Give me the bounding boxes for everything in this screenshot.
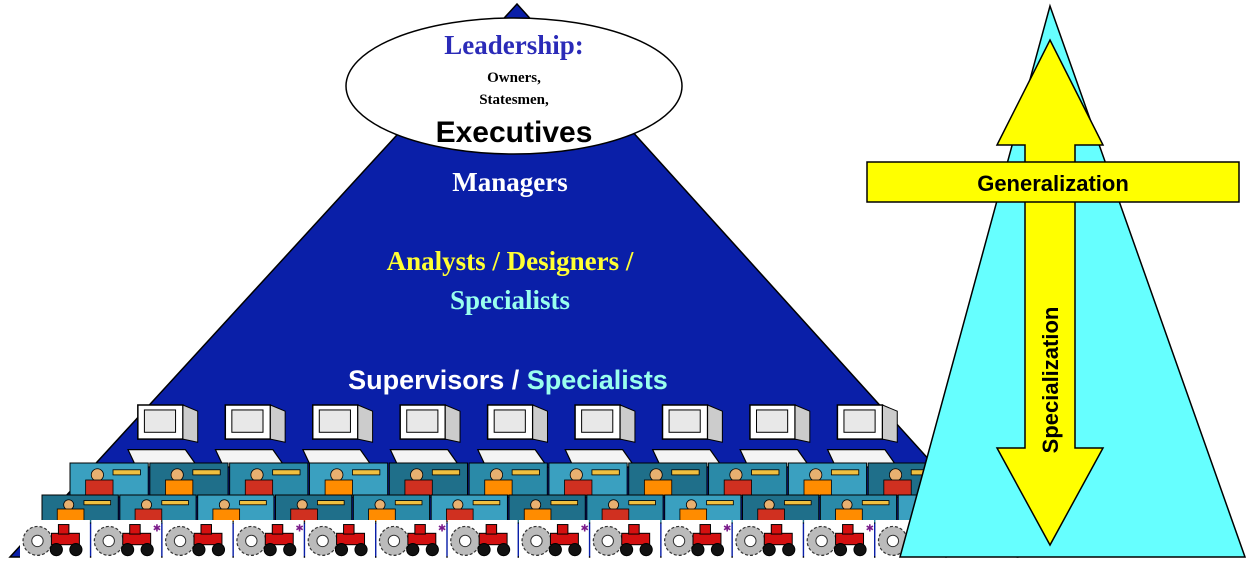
worker-icon — [468, 462, 548, 498]
supervisors-specialists-label: Specialists — [527, 365, 668, 395]
worker-icon — [69, 462, 149, 498]
machinery-icon: ✱ — [91, 520, 161, 558]
analysts-designers-label: Analysts / Designers / — [387, 246, 634, 276]
leadership-statesmen: Statesmen, — [479, 92, 549, 108]
machinery-icon: ✱ — [519, 520, 589, 558]
managers-label: Managers — [452, 167, 567, 197]
svg-text:✱: ✱ — [295, 523, 303, 534]
supervisors-line: Supervisors / Specialists — [348, 365, 668, 395]
computer-workstation-icon — [826, 404, 899, 468]
worker-icon — [149, 462, 229, 498]
workforce-rows: ✱✱✱✱✱✱✱ — [20, 404, 1017, 558]
machinery-icon: ✱ — [376, 520, 446, 558]
worker-icon — [197, 494, 275, 524]
machinery-icon — [447, 520, 518, 558]
svg-text:✱: ✱ — [438, 523, 446, 534]
machinery-icon: ✱ — [804, 520, 874, 558]
specialization-arrow — [995, 38, 1105, 547]
generalization-label: Generalization — [977, 171, 1129, 196]
leadership-title: Leadership: — [444, 30, 584, 60]
computer-workstation-icon — [214, 404, 287, 468]
machinery-icon — [590, 520, 661, 558]
worker-icon — [664, 494, 742, 524]
computer-workstation-icon — [476, 404, 549, 468]
computer-workstation-icon — [739, 404, 811, 468]
worker-icon — [275, 494, 353, 524]
computer-workstation-icon — [651, 404, 724, 468]
worker-icon — [352, 494, 431, 524]
worker-icon — [586, 494, 664, 524]
worker-icon — [628, 462, 708, 498]
worker-icon — [708, 462, 788, 498]
machinery-icon — [305, 520, 376, 558]
computer-workstation-icon — [127, 404, 199, 468]
machinery-icon — [20, 520, 90, 558]
worker-icon — [229, 462, 309, 498]
svg-text:✱: ✱ — [866, 523, 874, 534]
worker-icon — [508, 494, 586, 524]
svg-text:✱: ✱ — [153, 523, 161, 534]
worker-icon — [430, 494, 508, 524]
supervisors-label: Supervisors / — [348, 365, 527, 395]
machinery-icon: ✱ — [661, 520, 731, 558]
worker-icon — [119, 494, 197, 524]
worker-icon — [388, 462, 468, 498]
computer-workstation-icon — [301, 404, 374, 468]
worker-icon — [548, 462, 628, 498]
analysts-specialists-label: Specialists — [450, 285, 570, 315]
worker-icon — [819, 494, 898, 524]
svg-text:✱: ✱ — [580, 523, 588, 534]
worker-icon — [41, 494, 119, 524]
machinery-icon — [732, 520, 803, 558]
specialization-label: Specialization — [1038, 307, 1063, 454]
machinery-icon: ✱ — [233, 520, 304, 558]
leadership-ellipse — [345, 17, 683, 155]
leadership-executives: Executives — [436, 116, 593, 149]
svg-text:✱: ✱ — [723, 523, 731, 534]
machinery-icon — [162, 520, 233, 558]
computer-workstation-icon — [564, 404, 637, 468]
computer-workstation-icon — [389, 404, 462, 468]
worker-icon — [742, 494, 820, 524]
worker-icon — [787, 462, 868, 498]
leadership-owners: Owners, — [487, 70, 541, 86]
generalization-bar — [866, 161, 1240, 203]
worker-icon — [308, 462, 389, 498]
